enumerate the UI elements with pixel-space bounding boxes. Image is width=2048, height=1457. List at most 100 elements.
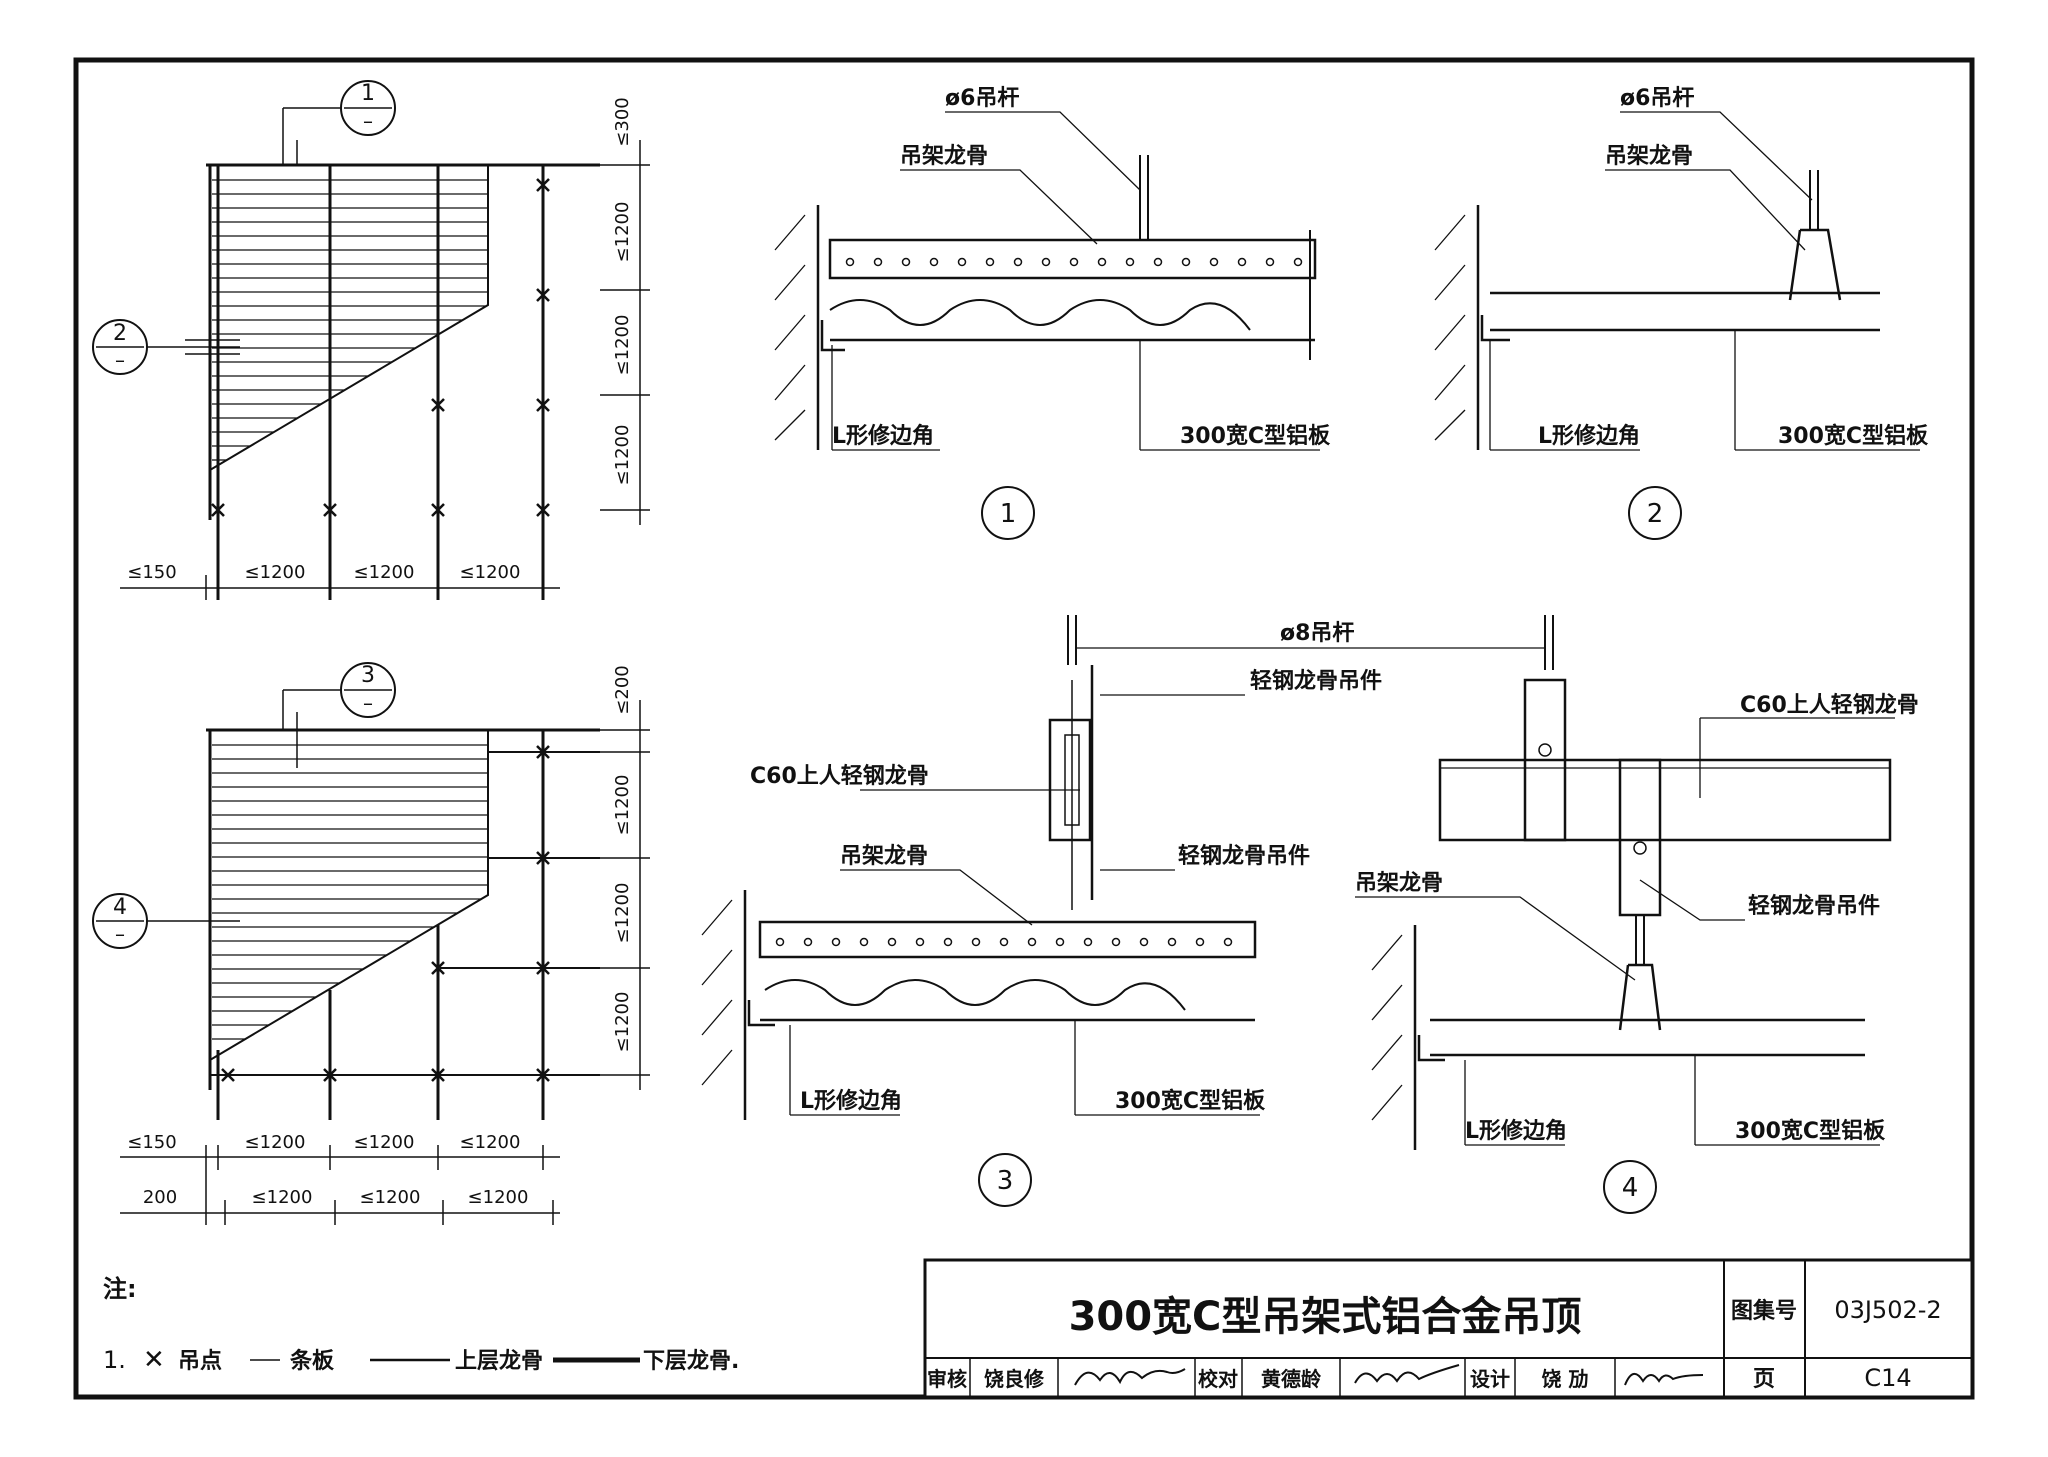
c-panel-profile <box>764 979 1186 1011</box>
perforation-hole <box>1167 937 1177 947</box>
label-rod: ø6吊杆 <box>1620 86 1694 111</box>
label-panel: 300宽C型铝板 <box>1778 423 1929 449</box>
hang-point-icon <box>536 1068 550 1082</box>
detail-4-num: 4 <box>1622 1173 1639 1203</box>
reviewer-signature <box>1074 1368 1186 1386</box>
perforation-hole <box>775 937 785 947</box>
perforation-hole <box>901 257 911 267</box>
perforation-hole <box>845 257 855 267</box>
perforation-hole <box>1069 257 1079 267</box>
hang-point-icon <box>536 288 550 302</box>
dim-label: ≤1200 <box>612 775 633 836</box>
section-mark-4-num: 4 <box>113 895 127 920</box>
detail-3-num: 3 <box>997 1166 1014 1196</box>
dim-label: ≤1200 <box>612 992 633 1053</box>
detail-1-badge <box>981 486 1035 540</box>
hang-point-icon <box>431 503 445 517</box>
dim-label: ≤1200 <box>460 562 521 583</box>
detail-2-num: 2 <box>1647 499 1664 529</box>
section-mark-2: 2 – <box>92 319 240 375</box>
detail-4-badge <box>1603 1160 1657 1214</box>
hang-point-icon <box>536 503 550 517</box>
notes-item-no: 1. <box>103 1346 126 1374</box>
dim-label: ≤150 <box>127 1132 176 1153</box>
hanger-clip <box>1618 758 1662 917</box>
page-label: 页 <box>1753 1367 1775 1392</box>
section-mark-3-num: 3 <box>361 663 375 688</box>
perforation-hole <box>873 257 883 267</box>
hang-point-icon <box>536 745 550 759</box>
perforation-hole <box>859 937 869 947</box>
detail-2-badge <box>1628 486 1682 540</box>
checker-signature <box>1354 1364 1460 1384</box>
perforation-hole <box>1027 937 1037 947</box>
label-panel: 300宽C型铝板 <box>1735 1118 1886 1144</box>
label-runner: 吊架龙骨 <box>1355 870 1443 896</box>
dim-label: ≤1200 <box>360 1187 421 1208</box>
l-trim <box>1480 315 1510 342</box>
l-trim <box>1417 1035 1445 1062</box>
hang-point-icon <box>536 851 550 865</box>
c60-channel <box>1048 718 1092 842</box>
label-edge: L形修边角 <box>1538 423 1640 449</box>
notes: 注: 1. ✕ 吊点 条板 上层龙骨 下层龙骨. <box>103 1275 739 1375</box>
hang-point-icon <box>323 503 337 517</box>
label-panel: 300宽C型铝板 <box>1180 423 1331 449</box>
perforation-hole <box>971 937 981 947</box>
legend-label: 条板 <box>289 1348 335 1374</box>
perforation-hole <box>1181 257 1191 267</box>
perforation-hole <box>999 937 1009 947</box>
legend-label: 上层龙骨 <box>455 1349 543 1374</box>
atlas-label: 图集号 <box>1731 1298 1797 1324</box>
design-label: 设计 <box>1470 1367 1510 1391</box>
perforation-hole <box>1055 937 1065 947</box>
check-label: 校对 <box>1198 1367 1238 1391</box>
reviewer-name: 饶良修 <box>984 1367 1045 1391</box>
hang-point-icon <box>221 1068 235 1082</box>
perforation-hole <box>1237 257 1247 267</box>
perforation-hole <box>957 257 967 267</box>
section-mark-3: 3 – <box>282 662 396 768</box>
section-mark-1-num: 1 <box>361 81 375 106</box>
dim-label: ≤1200 <box>245 562 306 583</box>
dim-label: ≤1200 <box>354 562 415 583</box>
hang-point-icon <box>431 1068 445 1082</box>
dim-label: ≤1200 <box>612 425 633 486</box>
perforation-hole <box>1097 257 1107 267</box>
l-trim <box>747 1000 775 1027</box>
title-block: 300宽C型吊架式铝合金吊顶 图集号 03J502-2 页 C14 审核 饶良修… <box>923 1258 1974 1399</box>
label-hanger2: 轻钢龙骨吊件 <box>1178 843 1310 869</box>
dim-label: ≤1200 <box>245 1132 306 1153</box>
label-channel: C60上人轻钢龙骨 <box>1740 692 1919 718</box>
perforation-hole <box>1041 257 1051 267</box>
perforation-hole <box>929 257 939 267</box>
section-mark-2-den: – <box>115 348 125 372</box>
perforation-hole <box>1125 257 1135 267</box>
dim-label: ≤1200 <box>354 1132 415 1153</box>
hang-point-icon <box>536 961 550 975</box>
dim-label: ≤150 <box>127 562 176 583</box>
detail-1: ø6吊杆 吊架龙骨 L形修边角 300宽C型铝板 1 <box>774 86 1331 540</box>
hang-point-icon <box>431 961 445 975</box>
plan-bottom-boundary <box>209 730 489 1061</box>
suspension-runner <box>828 238 1317 280</box>
dim-label: ≤1200 <box>612 883 633 944</box>
wall-hatch <box>1371 934 1403 1121</box>
label-hanger: 轻钢龙骨吊件 <box>1250 668 1382 694</box>
perforation-hole <box>1265 257 1275 267</box>
l-trim <box>820 320 845 352</box>
section-mark-1: 1 – <box>282 80 396 165</box>
dim-label: ≤1200 <box>460 1132 521 1153</box>
hanger-clip <box>1523 678 1567 842</box>
perforation-hole <box>1083 937 1093 947</box>
perforation-hole <box>985 257 995 267</box>
label-runner: 吊架龙骨 <box>840 843 928 869</box>
dim-label: ≤200 <box>612 665 633 714</box>
hang-point-icon <box>431 398 445 412</box>
section-mark-4-den: – <box>115 922 125 946</box>
hang-point-icon <box>211 503 225 517</box>
perforation-hole <box>1111 937 1121 947</box>
detail-1-num: 1 <box>1000 499 1017 529</box>
designer-signature <box>1624 1373 1704 1386</box>
plan-bottom-dim-bottom: ≤150 ≤1200 ≤1200 ≤1200 200 ≤1200 ≤1200 ≤… <box>120 1132 560 1225</box>
